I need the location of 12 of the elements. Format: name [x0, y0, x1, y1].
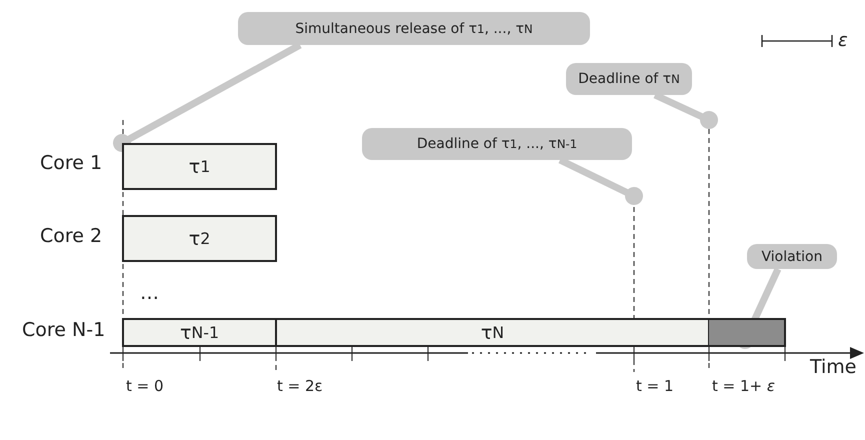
row-label: Core 2 [40, 225, 102, 247]
scale-label: ε [838, 30, 848, 51]
callout-bubble: Violation [747, 244, 837, 269]
tick-label: t = 2ε [277, 377, 323, 395]
axis-label: Time [810, 356, 856, 378]
tick-label: t = 0 [126, 377, 164, 395]
ellipsis: … [140, 282, 159, 304]
row-label: Core 1 [40, 152, 102, 174]
violation-region [709, 318, 786, 347]
tick-label: t = 1 [636, 377, 674, 395]
row-label: Core N-1 [22, 319, 106, 341]
tick-label: t = 1+ ε [712, 377, 775, 395]
